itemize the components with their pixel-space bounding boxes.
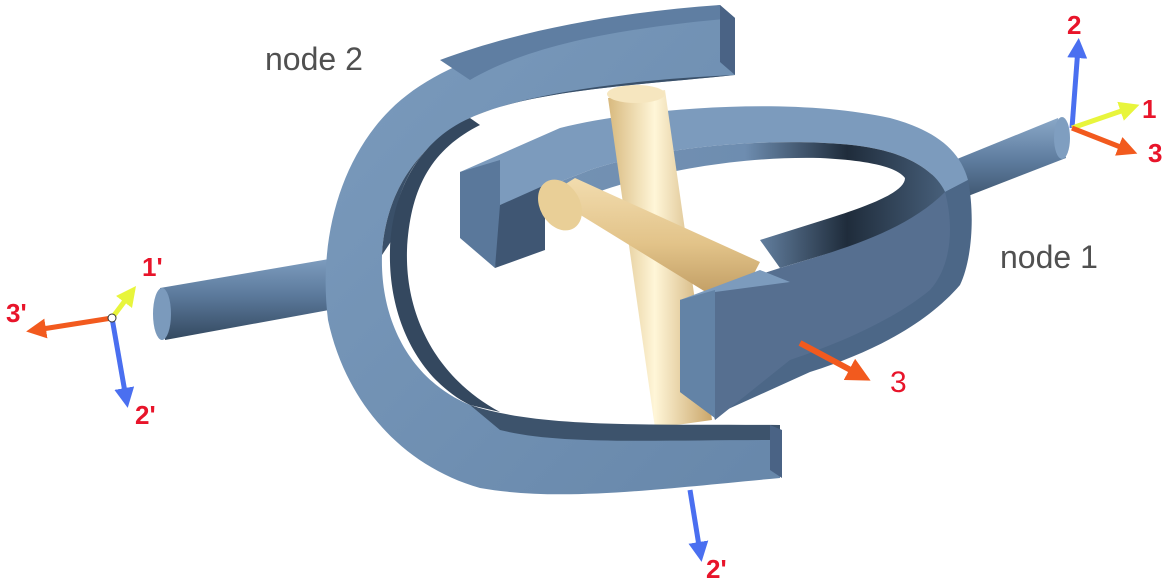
middle-axis-3-arrow (798, 340, 871, 381)
node2-axis-triad: 1' 3' 2' (6, 252, 163, 430)
left-shaft (153, 258, 340, 340)
node2-label: node 2 (265, 41, 363, 77)
node1-yoke-end-face (680, 290, 715, 418)
node2-axis-2-label: 2' (135, 400, 156, 430)
node1-axis-3-arrow (1071, 125, 1138, 156)
middle-axis-3: 3 (798, 340, 907, 399)
bottom-axis-2prime-label: 2' (706, 554, 727, 580)
node2-axis-2-arrow (109, 317, 135, 408)
middle-axis-3-label: 3 (890, 366, 907, 399)
node2-axis-1-label: 1' (142, 252, 163, 282)
node1-axis-1-arrow (1071, 101, 1140, 131)
bottom-axis-2prime-arrow (687, 489, 709, 562)
node1-axis-2-label: 2 (1067, 10, 1081, 40)
bottom-axis-2prime: 2' (687, 489, 727, 580)
cross-pin-horizontal (538, 178, 760, 310)
node2-axis-3-arrow (26, 315, 113, 339)
node1-label: node 1 (1000, 239, 1098, 275)
node2-yoke (325, 5, 782, 495)
node1-axis-3-label: 3 (1148, 138, 1162, 168)
node2-axis-1-arrow (110, 286, 136, 320)
node1-axis-2-arrow (1067, 38, 1088, 129)
node2-axis-3-label: 3' (6, 298, 27, 328)
node1-axis-triad: 2 1 3 (1067, 10, 1162, 168)
node1-axis-1-label: 1 (1142, 94, 1156, 124)
